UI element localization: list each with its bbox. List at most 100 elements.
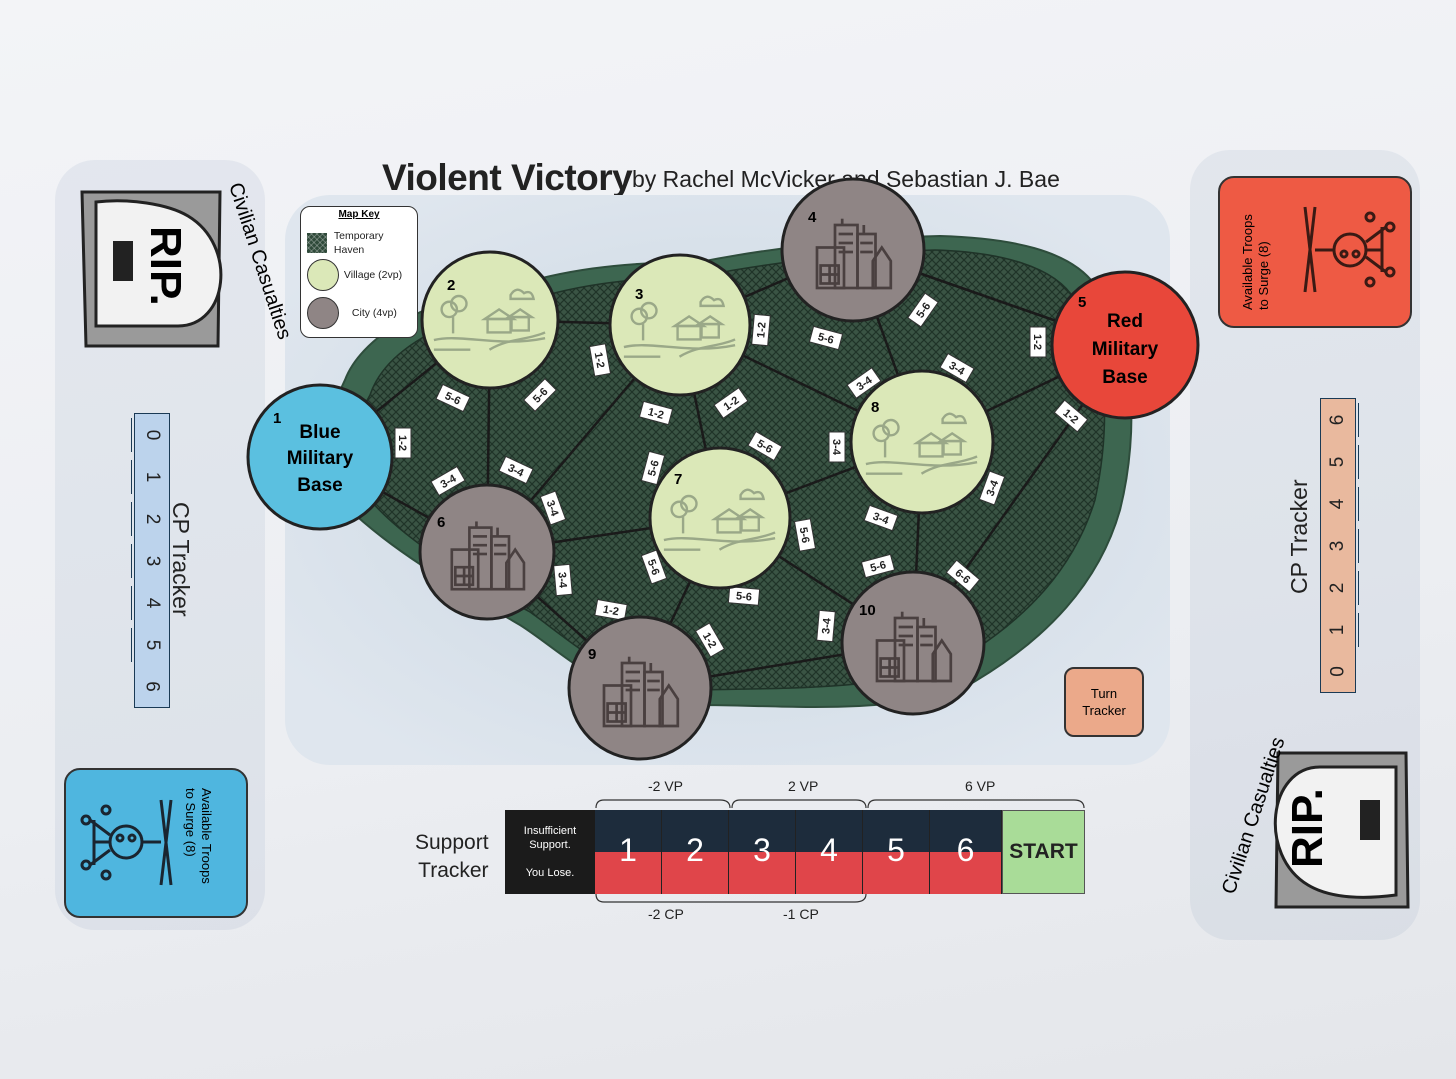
surge-label-line: to Surge (8) <box>183 788 198 857</box>
lose-text: Support. <box>529 839 571 851</box>
support-cell-number: 5 <box>887 832 905 868</box>
edge-label: 1-2 <box>396 435 408 451</box>
city-swatch <box>307 297 339 329</box>
turn-tracker-label: Turn <box>1090 686 1118 701</box>
cp-cell[interactable]: 5 <box>1317 445 1359 479</box>
support-cell[interactable]: 3 <box>729 810 796 894</box>
edge-label: 3-4 <box>871 511 891 528</box>
node-10-city[interactable]: 10 <box>840 570 986 716</box>
support-cell-number: 6 <box>956 832 975 868</box>
support-cell-number: 1 <box>619 832 637 868</box>
node-label: Military <box>1092 339 1159 360</box>
support-brackets <box>595 799 1085 903</box>
map-key-label: Temporary <box>333 230 384 242</box>
right-cp-tracker: 6 5 4 3 2 1 0 <box>1317 398 1359 693</box>
map-key-title: Map Key <box>338 209 380 220</box>
cp-cell[interactable]: 6 <box>142 681 163 692</box>
edge-label: 3-4 <box>820 617 833 635</box>
support-cell[interactable]: 2 <box>662 810 729 894</box>
map-key-label: Village (2vp) <box>343 269 403 281</box>
edge-label: 5-6 <box>735 590 752 603</box>
right-rip-tombstone <box>1273 751 1410 909</box>
node-1-blue-base[interactable]: 1 Blue Military Base <box>246 383 394 531</box>
turn-tracker-label: Tracker <box>1082 703 1126 718</box>
cp-cell[interactable]: 2 <box>1317 571 1359 605</box>
node-number: 5 <box>1078 294 1086 311</box>
node-2-village[interactable]: 2 <box>420 250 560 390</box>
support-cell-number: 2 <box>686 832 704 868</box>
node-7-village[interactable]: 7 <box>648 446 792 590</box>
left-rip-text: RIP. <box>141 226 190 306</box>
support-label-line: Support <box>415 831 489 854</box>
cp-cell[interactable]: 5 <box>131 628 173 662</box>
map-key-label: City (4vp) <box>351 307 397 319</box>
node-3-village[interactable]: 3 <box>608 253 752 397</box>
edge-label: 1-2 <box>755 322 768 339</box>
game-title: Violent Victory <box>382 157 633 198</box>
support-lose-cell[interactable]: Insufficient Support. You Lose. <box>505 810 595 894</box>
cp-cell[interactable]: 1 <box>1317 613 1359 647</box>
node-number: 8 <box>871 399 879 416</box>
cp-cell[interactable]: 0 <box>1327 666 1348 677</box>
map-key: Map Key Temporary Haven Village (2vp) Ci… <box>300 206 418 338</box>
tomb-slot-icon <box>1360 800 1380 840</box>
lose-text: You Lose. <box>525 867 575 879</box>
support-cell-number: 3 <box>753 832 771 868</box>
map-key-village: Village (2vp) <box>307 259 402 291</box>
node-number: 10 <box>859 602 876 619</box>
left-cp-tracker: 0 1 2 3 4 5 6 <box>131 413 173 708</box>
edge-label: 3-4 <box>544 499 561 519</box>
support-cell[interactable]: 5 <box>863 810 930 894</box>
node-6-city[interactable]: 6 <box>418 483 556 621</box>
edge-labels: 5-6 5-6 1-2 1-2 1-2 1-2 5-6 1-2 5-6 3-4 … <box>394 292 1089 658</box>
vp-bracket-label: 6 VP <box>965 778 996 794</box>
edge-label: 3-4 <box>830 439 842 456</box>
tomb-slot-icon <box>113 241 133 281</box>
support-cell[interactable]: 4 <box>796 810 863 894</box>
edge-label: 5-6 <box>797 526 812 544</box>
node-9-city[interactable]: 9 <box>567 615 713 761</box>
support-cell-number: 4 <box>820 832 838 868</box>
node-label: Red <box>1107 311 1143 332</box>
support-cell[interactable]: 1 <box>595 810 662 894</box>
cp-cell[interactable]: 4 <box>1317 487 1359 521</box>
map-key-label: Haven <box>333 244 365 256</box>
node-label: Base <box>1102 367 1147 388</box>
node-number: 1 <box>273 410 281 427</box>
node-8-village[interactable]: 8 <box>849 369 995 515</box>
right-surge-box[interactable]: Available Troops to Surge (8) <box>1218 176 1412 328</box>
cp-cell[interactable]: 6 <box>1317 403 1359 437</box>
edge-label: 5-6 <box>645 558 662 577</box>
support-cell[interactable]: 6 <box>930 810 1002 894</box>
edge-label: 5-6 <box>646 459 662 477</box>
left-cp-tracker-label: CP Tracker <box>168 502 194 617</box>
node-number: 9 <box>588 646 596 663</box>
node-5-red-base[interactable]: 5 Red Military Base <box>1050 270 1200 420</box>
map-key-city: City (4vp) <box>307 297 397 329</box>
support-tracker-label: Support Tracker <box>415 829 489 885</box>
cp-cell[interactable]: 0 <box>131 418 173 452</box>
edge-label: 1-2 <box>1031 334 1043 350</box>
node-4-city[interactable]: 4 <box>780 177 926 323</box>
edge-label: 5-6 <box>817 331 835 347</box>
support-tracker: Insufficient Support. You Lose. 1 2 3 4 … <box>505 810 1085 894</box>
right-surge-label: Available Troops to Surge (8) <box>1240 214 1272 310</box>
edge-label: 1-2 <box>602 604 620 619</box>
support-start-cell[interactable]: START <box>1002 810 1085 894</box>
node-number: 3 <box>635 286 643 303</box>
cp-cell[interactable]: 1 <box>131 460 173 494</box>
node-number: 4 <box>808 209 817 226</box>
lose-text: Insufficient <box>523 825 577 837</box>
vp-bracket-label: -2 VP <box>648 778 684 794</box>
right-rip-text: RIP. <box>1283 788 1332 868</box>
map-key-haven: Temporary Haven <box>307 229 384 257</box>
cp-cell[interactable]: 3 <box>1317 529 1359 563</box>
edge-label: 1-2 <box>647 406 665 422</box>
node-label: Military <box>287 448 354 469</box>
left-surge-label: Available Troops to Surge (8) <box>182 788 214 884</box>
edge-label: 1-2 <box>592 351 607 369</box>
left-surge-box[interactable]: Available Troops to Surge (8) <box>64 768 248 918</box>
